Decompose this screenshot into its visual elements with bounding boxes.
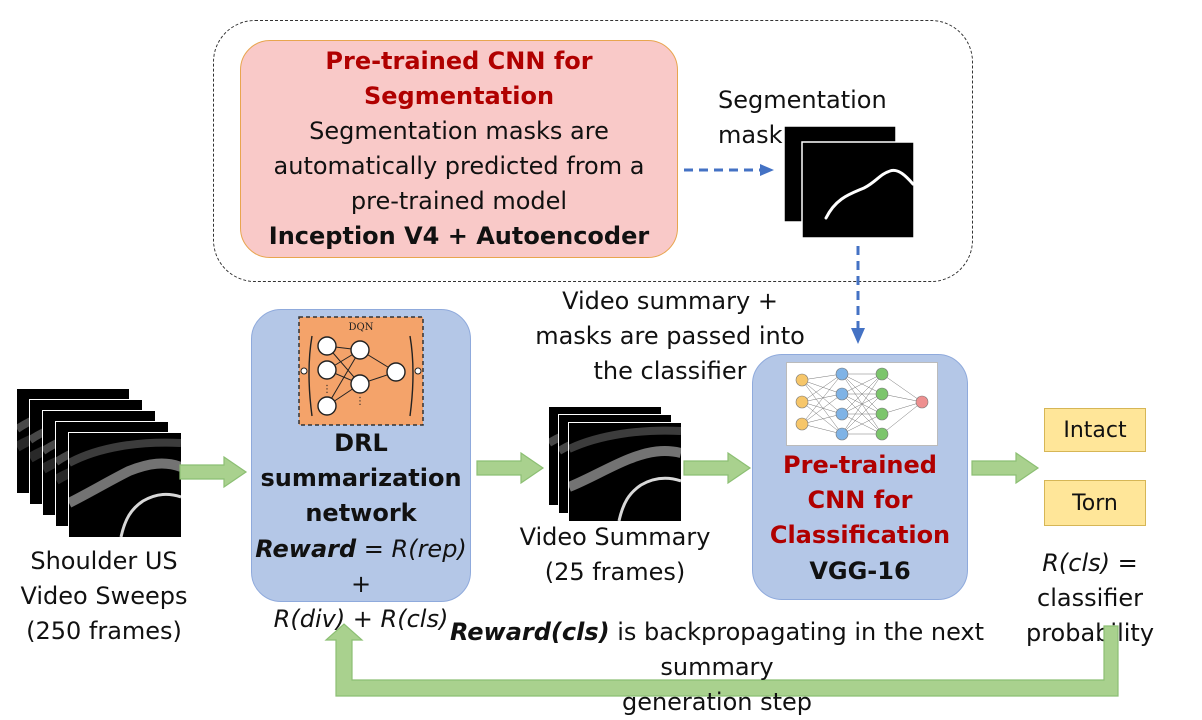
ultrasound-frame [568,422,682,522]
arrow-input-to-drl [179,455,248,489]
arrow-drl-to-summary [476,451,545,485]
mask-contour [824,168,915,220]
arrow-summary-to-classifier [683,451,752,485]
segmentation-desc-line3: pre-trained model [350,187,568,215]
feedback-note-line1: is backpropagating in the next summary [609,618,985,681]
video-summary-frames [546,404,682,522]
reward-eq-line1: = R(rep) + [350,535,467,598]
feedback-note-line2: generation step [621,688,813,716]
pass-note-line3: the classifier [593,357,747,385]
dashed-arrow-to-masks [684,164,774,176]
segmentation-masks-label: Segmentation masks [718,86,887,149]
drl-title-line1: DRL [334,429,388,457]
input-label-line1: Shoulder US [30,547,178,575]
rcls-term: R(cls) [1042,549,1111,577]
dashed-arrow-to-classifier [851,246,865,344]
summary-label-line2: (25 frames) [544,558,686,586]
classifier-title-line3: Classification [769,521,951,549]
classifier-model-name: VGG-16 [809,557,911,585]
segmentation-group-boundary [213,20,973,282]
feedback-note: Reward(cls) is backpropagating in the ne… [392,615,1042,720]
output-torn-box: Torn [1044,480,1146,526]
ultrasound-frame [68,432,182,538]
arrow-classifier-to-outputs [971,451,1040,485]
segmentation-title-line2: Segmentation [363,82,555,110]
dqn-icon-label: DQN [349,322,374,333]
segmentation-model-name: Inception V4 + Autoencoder [268,222,650,250]
classifier-title: Pre-trained CNN for Classification [752,448,968,553]
output-intact-label: Intact [1063,417,1127,443]
segmentation-desc-line1: Segmentation masks are [309,117,609,145]
input-label-line2: Video Sweeps [20,582,188,610]
classifier-network-icon [786,362,938,446]
segmentation-desc-line2: automatically predicted from a [273,152,645,180]
segmentation-cnn-box: Pre-trained CNN for Segmentation Segment… [240,40,678,258]
input-video-frames [12,386,182,538]
video-summary-label: Video Summary (25 frames) [510,520,720,590]
svg-text:⋮: ⋮ [322,384,332,395]
classifier-title-line2: CNN for [807,486,913,514]
dqn-network-icon: DQN ⋮ ⋮ [298,316,424,426]
drl-title-line3: network [305,499,417,527]
output-intact-box: Intact [1044,408,1146,452]
pass-note-line1: Video summary + [562,287,778,315]
output-torn-label: Torn [1072,490,1118,516]
drl-title: DRL summarization network [251,426,471,531]
segmentation-title-line1: Pre-trained CNN for [325,47,593,75]
reward-word: Reward [255,535,357,563]
summary-label-line1: Video Summary [519,523,711,551]
input-video-label: Shoulder US Video Sweeps (250 frames) [10,544,198,649]
segmentation-mask-images [783,125,915,239]
classifier-title-line1: Pre-trained [783,451,937,479]
svg-text:⋮: ⋮ [355,396,365,407]
masks-passed-note: Video summary + masks are passed into th… [520,284,820,389]
input-label-line3: (250 frames) [26,617,182,645]
feedback-reward-word: Reward(cls) [449,618,610,646]
pass-note-line2: masks are passed into [535,322,805,350]
drl-title-line2: summarization [260,464,462,492]
prob-note-line1: = classifier [1037,549,1143,612]
